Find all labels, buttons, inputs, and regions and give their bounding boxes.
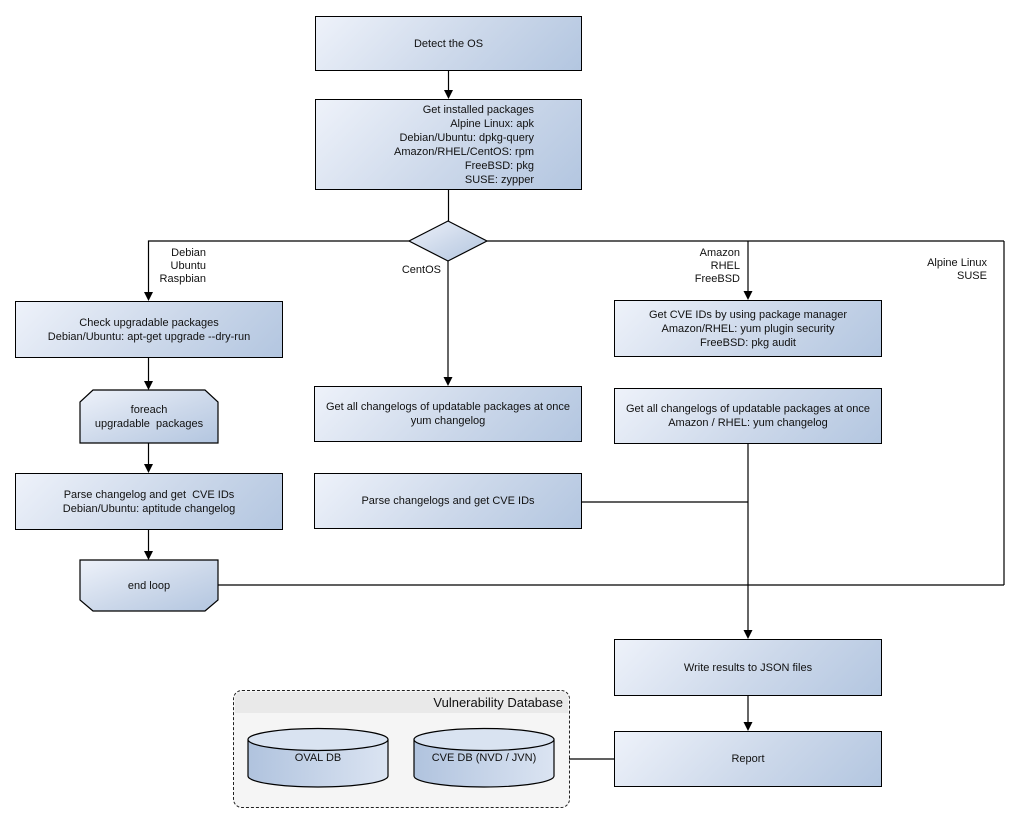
edge-decision-to-check-upgradable xyxy=(144,240,409,301)
edge-label-debian: Debian Ubuntu Raspbian xyxy=(159,247,206,285)
node-parse-changelog-debian: Parse changelog and get CVE IDs Debian/U… xyxy=(15,473,283,530)
os-decision-diamond xyxy=(407,220,489,262)
node-get-changelogs-amazon-rhel-label: Get all changelogs of updatable packages… xyxy=(625,403,870,429)
edge-detect-to-installed xyxy=(444,71,453,99)
node-parse-changelogs-centos: Parse changelogs and get CVE IDs xyxy=(314,473,582,529)
edge-foreach-to-parse xyxy=(144,443,153,473)
node-parse-changelogs-centos-label: Parse changelogs and get CVE IDs xyxy=(361,495,535,507)
node-parse-changelog-debian-label: Parse changelog and get CVE IDs Debian/U… xyxy=(62,488,236,515)
edge-rail-to-get-cve-ids xyxy=(743,241,753,300)
node-detect-os: Detect the OS xyxy=(315,16,582,71)
node-write-results-json: Write results to JSON files xyxy=(614,639,882,696)
edge-write-to-report xyxy=(743,696,753,731)
foreach-loop-shape xyxy=(79,389,219,444)
node-write-results-json-label: Write results to JSON files xyxy=(683,661,813,674)
end-loop-shape xyxy=(79,559,219,612)
node-detect-os-label: Detect the OS xyxy=(413,37,484,50)
vulnerability-database-title: Vulnerability Database xyxy=(235,692,568,713)
node-get-changelogs-centos: Get all changelogs of updatable packages… xyxy=(314,386,582,442)
node-get-cve-ids-package-manager-label: Get CVE IDs by using package manager Ama… xyxy=(648,308,848,349)
node-check-upgradable-packages-label: Check upgradable packages Debian/Ubuntu:… xyxy=(47,316,251,343)
edge-decision-to-centos-branch xyxy=(443,261,453,386)
edge-label-alpine: Alpine Linux SUSE xyxy=(927,257,987,282)
node-get-changelogs-centos-label: Get all changelogs of updatable packages… xyxy=(325,401,570,427)
node-get-changelogs-amazon-rhel: Get all changelogs of updatable packages… xyxy=(614,388,882,444)
node-get-installed-packages: Get installed packages Alpine Linux: apk… xyxy=(315,99,582,190)
node-report: Report xyxy=(614,731,882,787)
node-report-label: Report xyxy=(731,753,765,765)
edge-rail-to-write-results xyxy=(743,444,753,639)
node-get-cve-ids-package-manager: Get CVE IDs by using package manager Ama… xyxy=(614,300,882,357)
edge-label-amazon: Amazon RHEL FreeBSD xyxy=(694,247,740,285)
edge-parse-to-endloop xyxy=(144,530,153,560)
node-check-upgradable-packages: Check upgradable packages Debian/Ubuntu:… xyxy=(15,301,283,358)
edge-label-centos: CentOS xyxy=(401,264,441,276)
node-get-installed-packages-label: Get installed packages Alpine Linux: apk… xyxy=(394,103,534,186)
cylinder-cve-db xyxy=(413,727,555,788)
edge-check-to-foreach xyxy=(144,358,153,390)
cylinder-oval-db xyxy=(247,727,389,788)
